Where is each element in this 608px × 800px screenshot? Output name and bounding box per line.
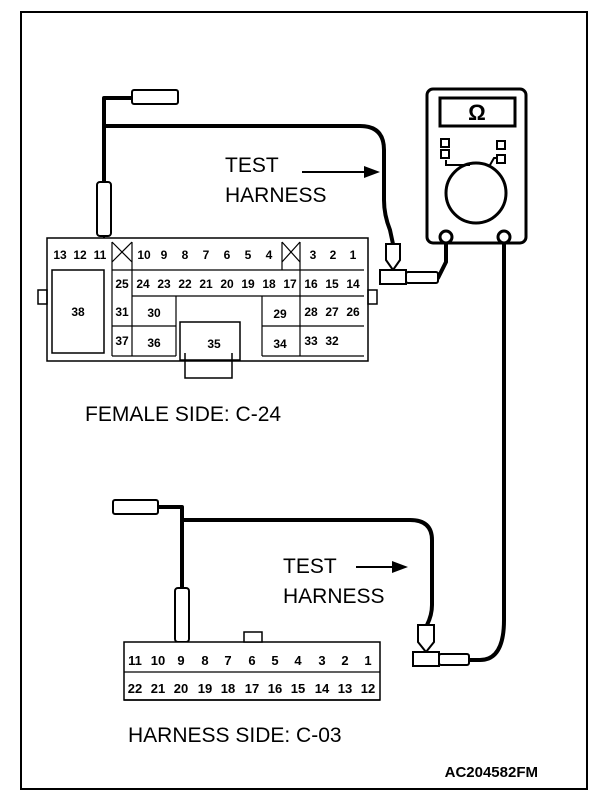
c24-pin: 26 [346,305,360,319]
test-harness-bottom-label-1: TEST [283,555,337,578]
c03-pin: 13 [338,681,352,696]
c24-pin: 20 [220,277,234,291]
c03-pin: 15 [291,681,305,696]
female-side-caption: FEMALE SIDE: C-24 [85,403,281,426]
c03-pin: 21 [151,681,165,696]
c24-pin: 8 [182,248,189,262]
c24-connector [37,237,378,379]
c03-pin: 1 [364,653,371,668]
c24-pin: 22 [178,277,192,291]
c24-pin: 1 [350,248,357,262]
c24-pin: 16 [304,277,318,291]
c24-pin: 19 [241,277,255,291]
c03-pin: 12 [361,681,375,696]
bottom-harness-wires [156,505,434,627]
c24-pin: 9 [161,248,168,262]
c24-pin: 25 [115,277,129,291]
top-harness-wires [102,96,506,662]
bottom-probe-pin [174,587,190,643]
c24-pin: 24 [136,277,150,291]
c03-pin: 11 [128,653,142,668]
c24-pin: 36 [147,336,161,350]
c24-pin: 18 [262,277,276,291]
test-harness-bottom-label-2: HARNESS [283,585,385,608]
c24-pin: 28 [304,305,318,319]
c03-pin: 2 [341,653,348,668]
c24-pin: 2 [330,248,337,262]
c03-pin: 3 [318,653,325,668]
meter-terminal-ohm[interactable] [496,229,512,245]
meter-terminal-com[interactable] [438,229,454,245]
figure-frame [20,11,588,790]
test-harness-top-label-2: HARNESS [225,184,327,207]
c24-pin: 29 [273,307,287,321]
c03-pin-labels: 11 10 9 8 7 6 5 4 3 2 1 22 21 20 19 18 1… [128,653,375,696]
multimeter: Ω [425,87,528,245]
c24-pin: 23 [157,277,171,291]
c03-pin: 16 [268,681,282,696]
meter-dial[interactable] [444,161,508,225]
c03-pin: 22 [128,681,142,696]
c24-pin: 14 [346,277,360,291]
c03-pin: 9 [177,653,184,668]
c24-pin: 31 [115,305,129,319]
c24-pin: 3 [310,248,317,262]
c24-pin: 34 [273,337,287,351]
c03-pin: 18 [221,681,235,696]
c03-pin: 17 [245,681,259,696]
c24-pin: 30 [147,306,161,320]
c24-pin: 13 [53,248,67,262]
c24-pin: 37 [115,334,129,348]
test-harness-bottom-arrow [356,561,408,573]
c24-pin: 4 [266,248,273,262]
c03-connector [123,631,381,701]
top-probe-plug [131,89,179,105]
c24-pin: 10 [137,248,151,262]
c03-pin: 6 [248,653,255,668]
c03-pin: 8 [201,653,208,668]
ohm-symbol: Ω [468,100,486,125]
test-harness-top-arrow [302,166,380,178]
bottom-probe-plug [112,499,159,515]
top-alligator-clip [379,243,439,285]
bottom-alligator-clip [412,624,470,667]
c24-pin: 32 [325,334,339,348]
c24-pin: 15 [325,277,339,291]
c03-pin: 7 [224,653,231,668]
c24-pin: 7 [203,248,210,262]
c24-pin: 27 [325,305,339,319]
c24-pin: 33 [304,334,318,348]
c24-pin: 5 [245,248,252,262]
c24-pin: 6 [224,248,231,262]
c24-pin: 12 [73,248,87,262]
figure-code: AC204582FM [445,764,538,781]
c24-pin-labels: 13 12 11 10 9 8 7 6 5 4 3 2 1 25 24 23 2… [53,248,360,351]
c03-pin: 5 [271,653,278,668]
c03-pin: 10 [151,653,165,668]
c03-pin: 19 [198,681,212,696]
c24-pin-38: 38 [71,305,85,319]
test-harness-top-label-1: TEST [225,154,279,177]
c03-pin: 20 [174,681,188,696]
c24-pin: 17 [283,277,297,291]
c03-pin: 4 [294,653,302,668]
c24-pin: 21 [199,277,213,291]
c03-pin: 14 [315,681,330,696]
top-probe-pin [96,181,112,237]
c24-pin: 11 [94,248,107,262]
harness-side-caption: HARNESS SIDE: C-03 [128,724,342,747]
c24-pin: 35 [207,337,221,351]
